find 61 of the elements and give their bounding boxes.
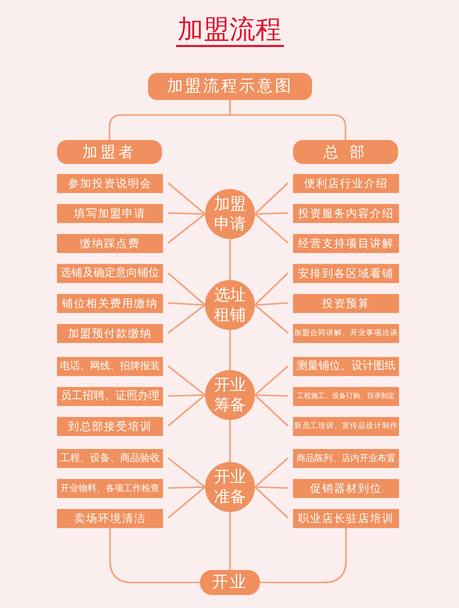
connector-line	[229, 330, 231, 370]
step-box: 开业物料、各项工作检查	[57, 478, 163, 498]
step-box: 安排到各区域看铺	[293, 264, 399, 282]
connector-line	[168, 304, 206, 334]
stage-circle: 选址租铺	[205, 280, 255, 330]
stage-circle: 开业准备	[205, 462, 255, 512]
connector-line	[168, 302, 206, 306]
connector-line	[229, 239, 231, 280]
connector-line	[254, 304, 289, 334]
step-box: 加盟预付款缴纳	[57, 324, 163, 342]
step-box: 选铺及确定意向铺位	[57, 264, 163, 282]
connector-line	[229, 420, 231, 462]
step-box: 卖场环境清洁	[57, 508, 163, 528]
step-box: 电话、网线、招牌报装	[57, 356, 163, 376]
connector-line	[168, 212, 206, 215]
step-box: 投资服务内容介绍	[293, 204, 399, 222]
column-header: 总 部	[293, 140, 398, 164]
step-box: 经营支持项目讲解	[293, 234, 399, 252]
end-pill: 开业	[200, 570, 260, 595]
connector-line	[168, 457, 206, 488]
step-box: 缴纳踩点费	[57, 234, 163, 252]
connector-line	[167, 182, 206, 215]
step-box: 测量铺位、设计图纸	[293, 356, 399, 376]
connector-line	[168, 486, 206, 489]
connector-line	[168, 394, 206, 397]
step-box: 促销器材到位	[293, 478, 399, 498]
connector-line	[167, 272, 206, 306]
connector-line	[167, 486, 206, 519]
step-box: 填写加盟申请	[57, 204, 163, 222]
connector-line	[168, 213, 206, 244]
step-box: 便利店行业介绍	[293, 174, 399, 192]
connector-line	[167, 394, 206, 427]
connector-line	[254, 212, 288, 215]
step-box: 铺位相关费用缴纳	[57, 294, 163, 312]
step-box: 工程、设备、商品验收	[57, 448, 163, 468]
title-banner: 加盟流程示意图	[148, 73, 312, 100]
connector-line	[254, 213, 289, 244]
connector-line	[254, 394, 288, 397]
step-box: 投资预算	[293, 294, 399, 312]
step-box: 商品陈列、店内开业布置	[293, 448, 399, 468]
column-header: 加盟者	[57, 140, 162, 164]
connector-line	[254, 272, 289, 306]
stage-circle: 加盟申请	[205, 189, 255, 239]
title: 加盟流程	[176, 15, 284, 47]
connector-line	[229, 100, 346, 140]
step-box: 员工招聘、证照办理	[57, 386, 163, 406]
step-box: 职业店长驻店培训	[293, 508, 399, 528]
connector-line	[260, 528, 347, 584]
step-box: 到总部接受培训	[57, 416, 163, 436]
connector-line	[168, 365, 206, 396]
connector-line	[254, 365, 289, 396]
connector-line	[254, 302, 288, 306]
connector-line	[254, 486, 289, 519]
connector-line	[109, 528, 200, 584]
step-box: 参加投资说明会	[57, 174, 163, 192]
connector-line	[254, 394, 289, 427]
connector-line	[254, 182, 289, 215]
stage-circle: 开业筹备	[205, 370, 255, 420]
connector-line	[254, 486, 288, 489]
connector-line	[254, 457, 289, 488]
connector-line	[229, 512, 231, 570]
